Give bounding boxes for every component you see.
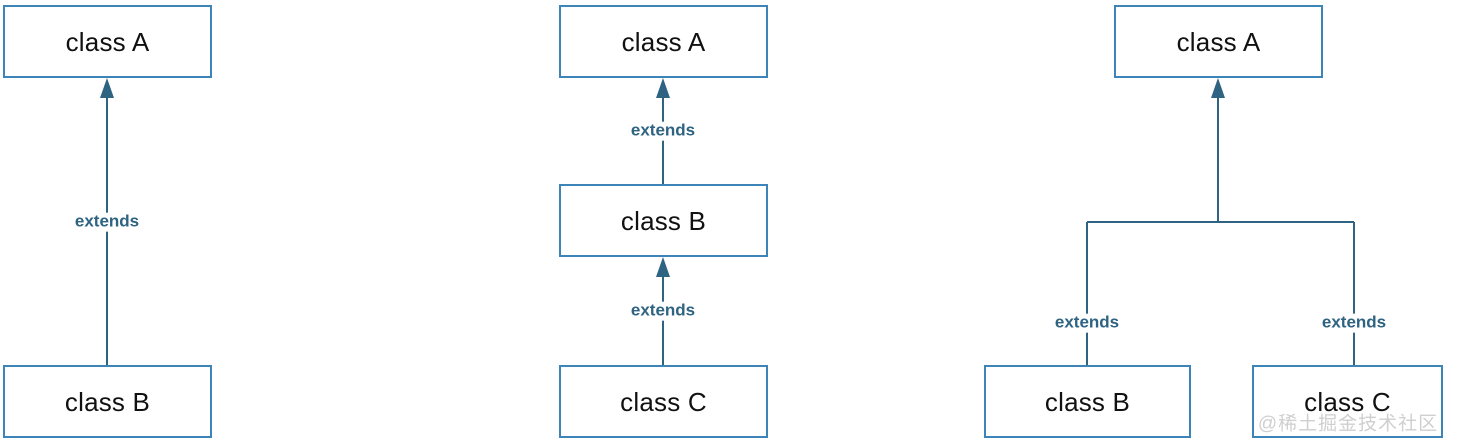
class-box-d1-b[interactable]: class B	[3, 365, 212, 438]
class-box-label: class A	[1176, 26, 1261, 57]
class-box-label: class B	[620, 205, 707, 236]
edge-label-d2-c-to-b: extends	[624, 301, 702, 321]
class-box-label: class B	[1044, 386, 1131, 417]
class-box-d1-a[interactable]: class A	[3, 5, 212, 78]
class-box-d2-c[interactable]: class C	[559, 365, 768, 438]
class-box-d2-b[interactable]: class B	[559, 184, 768, 257]
class-box-d3-c[interactable]: class C	[1252, 365, 1443, 438]
edge-label-d2-b-to-a: extends	[624, 121, 702, 141]
class-box-label: class C	[620, 386, 707, 417]
edge-d2-b-to-a	[656, 78, 670, 184]
edge-label-d3-c-to-a: extends	[1315, 313, 1393, 333]
edge-d2-c-to-b	[656, 257, 670, 365]
edge-label-d3-b-to-a: extends	[1048, 313, 1126, 333]
edge-d3-trunk	[1211, 78, 1225, 222]
edge-d1-b-to-a	[100, 78, 114, 365]
class-box-d3-a[interactable]: class A	[1114, 5, 1323, 78]
class-box-label: class C	[1304, 386, 1391, 417]
edge-label-d1-b-to-a: extends	[68, 212, 146, 232]
class-box-d2-a[interactable]: class A	[559, 5, 768, 78]
class-box-label: class A	[621, 26, 706, 57]
class-box-label: class B	[64, 386, 151, 417]
class-box-d3-b[interactable]: class B	[984, 365, 1191, 438]
class-box-label: class A	[65, 26, 150, 57]
edge-d3-b-to-a	[1086, 221, 1218, 365]
edge-d3-c-to-a	[1218, 221, 1355, 365]
